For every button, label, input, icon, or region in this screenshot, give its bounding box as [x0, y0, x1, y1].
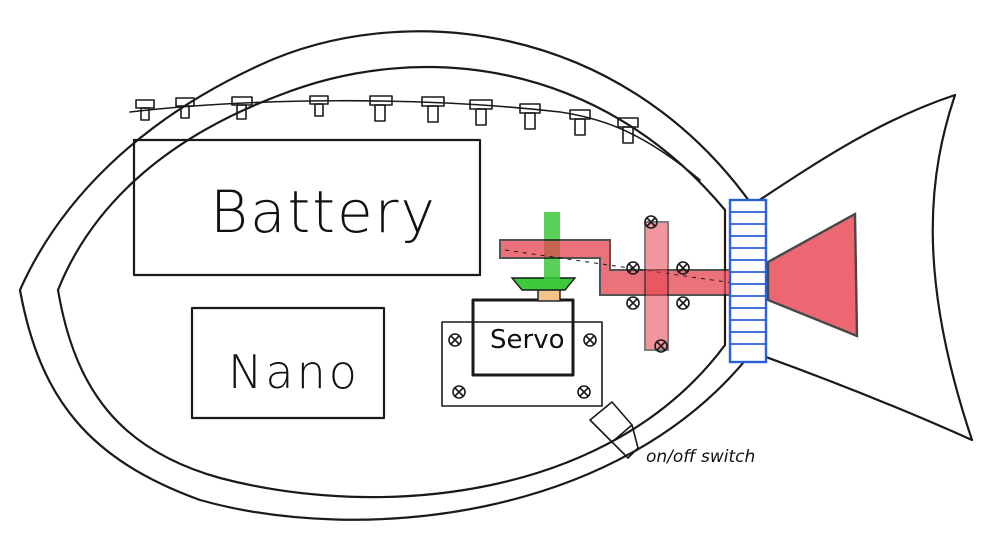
- battery-label: Battery: [210, 178, 437, 246]
- servo-horn: [510, 277, 577, 291]
- mount-screws: [448, 333, 597, 399]
- screw-icon: [617, 117, 639, 144]
- screw-icon: [519, 103, 541, 130]
- nano-box: [190, 306, 386, 420]
- screw-head-icon: [654, 339, 668, 353]
- screw-head-icon: [626, 261, 640, 275]
- linkage-dash: [504, 249, 741, 285]
- screw-head-icon: [448, 333, 462, 347]
- screw-icon: [231, 96, 253, 120]
- screw-icon: [421, 96, 445, 123]
- screw-icon: [569, 109, 591, 136]
- screw-head-icon: [676, 261, 690, 275]
- screw-icon: [135, 99, 155, 121]
- flex-joint: [728, 198, 768, 364]
- screw-icon: [369, 95, 393, 122]
- battery-box: [132, 138, 482, 277]
- pivot-bracket: [644, 221, 669, 351]
- screw-icon: [469, 99, 493, 126]
- screw-icon: [309, 95, 329, 117]
- screw-head-icon: [644, 215, 658, 229]
- switch-icon: [589, 401, 639, 459]
- pivot-screws: [626, 215, 690, 353]
- screw-icon: [175, 97, 195, 119]
- hull-inner: [56, 66, 727, 499]
- nano-label: Nano: [228, 345, 360, 399]
- screw-head-icon: [626, 296, 640, 310]
- screw-head-icon: [452, 385, 466, 399]
- screw-head-icon: [676, 296, 690, 310]
- switch-label: on/off switch: [646, 447, 755, 467]
- tail-wedge: [766, 211, 859, 338]
- seam-screws: [135, 95, 639, 144]
- screw-head-icon: [583, 333, 597, 347]
- screw-head-icon: [577, 385, 591, 399]
- top-seam: [129, 99, 701, 181]
- servo-label: Servo: [490, 325, 564, 355]
- tail-fin-outline: [750, 93, 974, 442]
- servo-body: [471, 298, 575, 377]
- servo-mount-plate: [441, 321, 603, 407]
